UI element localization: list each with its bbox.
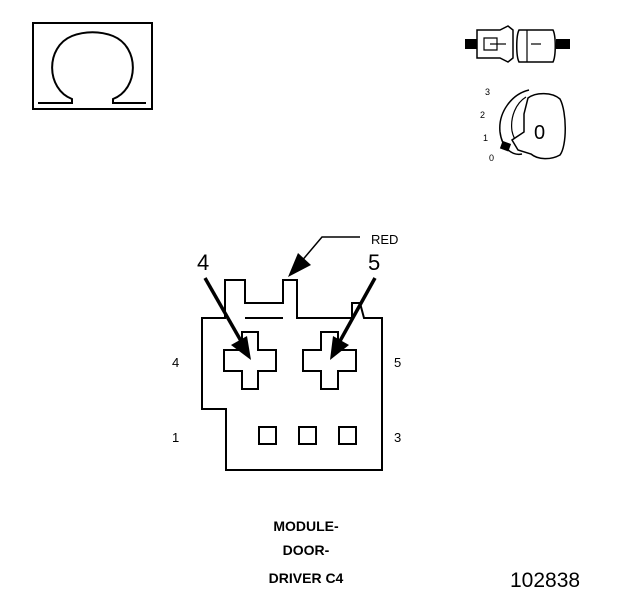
terminal-cavity-5 [302, 331, 357, 390]
ohmmeter-symbol-icon [32, 22, 153, 110]
terminal-cavity-2 [298, 426, 317, 445]
red-color-leader [288, 236, 360, 277]
ignition-key-icon: 3 2 1 0 0 [480, 87, 566, 163]
terminal-cavity-4 [223, 331, 277, 390]
ignition-key-label: 0 [534, 122, 545, 144]
pin-label-5: 5 [394, 355, 401, 370]
caption-line-1: MODULE- [273, 518, 339, 534]
caption-line-3: DRIVER C4 [269, 570, 344, 586]
ignition-position-3: 3 [485, 87, 490, 97]
connector-color-label: RED [371, 232, 398, 247]
terminal-cavity-1 [258, 426, 277, 445]
connector-body [201, 279, 383, 471]
callout-label-5: 5 [368, 250, 380, 275]
callout-arrow-4 [203, 277, 251, 360]
ignition-position-0: 0 [489, 153, 494, 163]
callout-arrow-5 [330, 277, 377, 360]
pin-label-1: 1 [172, 430, 179, 445]
figure-number: 102838 [510, 569, 580, 592]
terminal-cavity-3 [338, 426, 357, 445]
disconnect-connector-icon [465, 25, 570, 63]
ignition-position-2: 2 [480, 110, 485, 120]
caption-line-2: DOOR- [283, 542, 330, 558]
ignition-position-1: 1 [483, 133, 488, 143]
pin-label-3: 3 [394, 430, 401, 445]
pin-label-4: 4 [172, 355, 179, 370]
callout-label-4: 4 [197, 250, 209, 275]
